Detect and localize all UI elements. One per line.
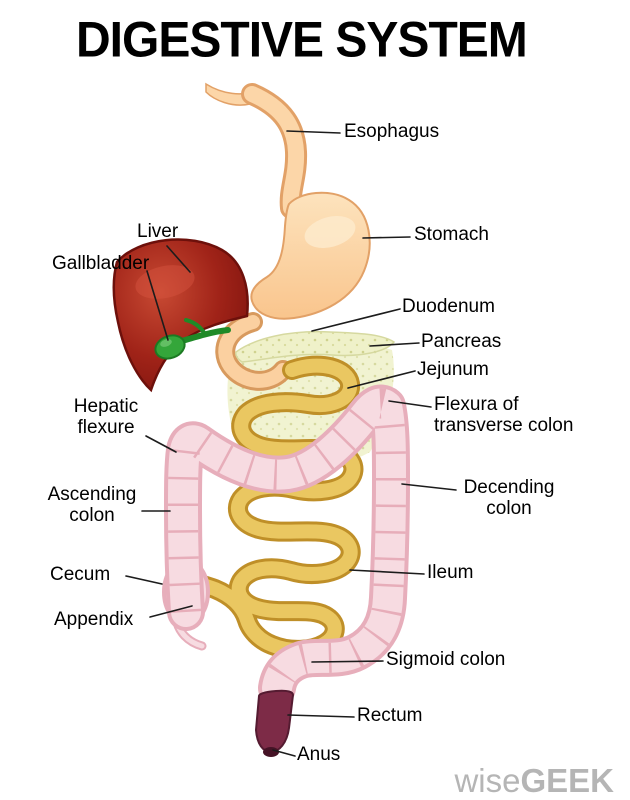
label-ascending-colon: Ascending colon: [47, 484, 137, 527]
leader-pancreas: [369, 342, 420, 347]
watermark-geek: GEEK: [520, 762, 614, 799]
duodenum-shape: [215, 312, 293, 391]
label-jejunum: Jejunum: [417, 359, 489, 380]
leader-decending-colon: [401, 483, 457, 491]
wisegeek-watermark: wiseGEEK: [454, 762, 614, 800]
anus-shape: [263, 747, 279, 757]
label-duodenum: Duodenum: [402, 296, 495, 317]
label-sigmoid-colon: Sigmoid colon: [386, 649, 506, 670]
watermark-wise: wise: [454, 762, 521, 799]
label-appendix: Appendix: [54, 609, 134, 630]
leader-ileum: [349, 569, 425, 575]
colon-shape: [164, 384, 410, 707]
label-pancreas: Pancreas: [421, 331, 502, 352]
leader-flexura: [388, 400, 432, 408]
leader-sigmoid-colon: [311, 660, 384, 663]
leader-jejunum: [347, 370, 416, 389]
leader-esophagus: [286, 130, 341, 134]
label-gallbladder: Gallbladder: [52, 253, 150, 274]
label-flexura: Flexura of transverse colon: [434, 394, 574, 437]
leader-lines: [125, 130, 457, 757]
leader-cecum: [125, 575, 163, 585]
leader-gallbladder: [146, 270, 169, 341]
leader-anus: [272, 749, 296, 757]
esophagus-shape: [205, 82, 308, 219]
small-intestine-shape: [184, 355, 364, 660]
label-decending-colon: Decending colon: [463, 477, 555, 520]
label-hepatic-flexure: Hepatic flexure: [73, 396, 139, 439]
label-liver: Liver: [137, 221, 179, 242]
pancreas-shape: [235, 330, 396, 363]
leader-hepatic-flexure: [145, 435, 177, 453]
leader-liver: [166, 245, 191, 273]
label-anus: Anus: [297, 744, 341, 765]
label-rectum: Rectum: [357, 705, 423, 726]
stomach-shape: [250, 191, 371, 320]
leader-rectum: [287, 714, 355, 718]
leader-appendix: [149, 605, 193, 618]
label-stomach: Stomach: [414, 224, 489, 245]
page-title: DIGESTIVE SYSTEM: [76, 13, 528, 69]
leader-stomach: [362, 236, 411, 239]
label-esophagus: Esophagus: [344, 121, 440, 142]
label-ileum: Ileum: [427, 562, 474, 583]
leader-duodenum: [311, 308, 401, 332]
label-cecum: Cecum: [50, 564, 111, 585]
rectum-shape: [254, 689, 295, 757]
